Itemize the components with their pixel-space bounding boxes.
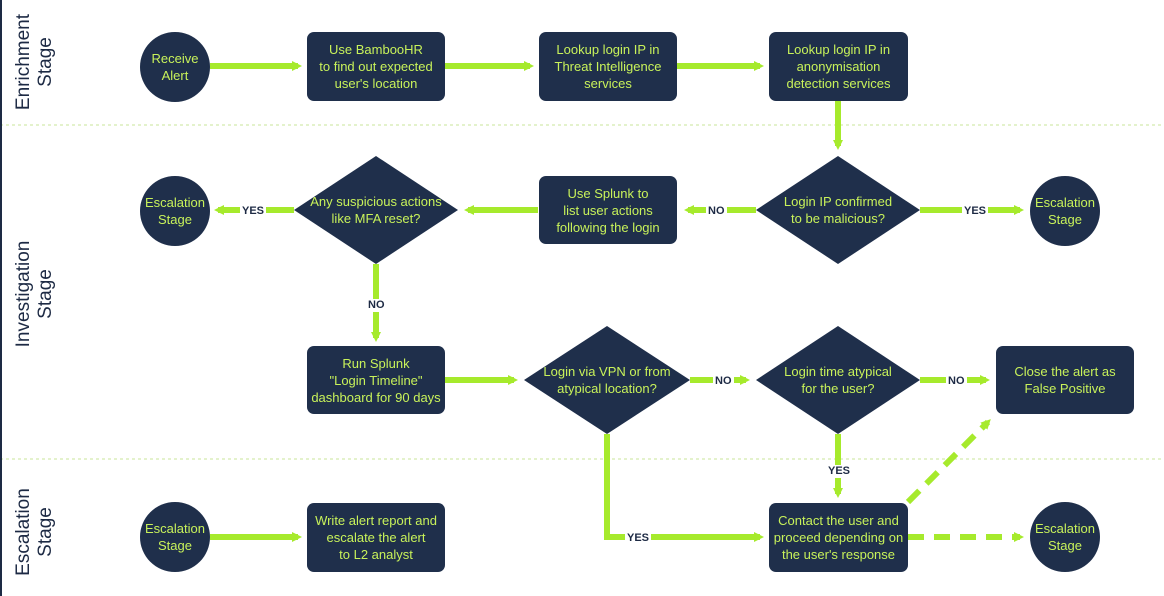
bamboohr-node: Use BambooHR to find out expected user's… [307,32,445,101]
diamond-login-ip-malicious [756,156,920,264]
splunk-actions-node: Use Splunk to list user actions followin… [539,176,677,244]
write-report-node: Write alert report and escalate the aler… [307,503,445,572]
edge-label-time-yes: YES [826,465,853,478]
edge-label-suspicious-yes: YES [240,205,267,218]
receive-alert-node: Receive Alert [140,32,210,102]
lane-label-enrichment-line2: Stage [35,37,56,87]
lane-label-investigation-line2: Stage [35,269,56,319]
lane-label-escalation-line1: Escalation [13,488,34,576]
escalation-stage-bottom-left-node: Escalation Stage [140,502,210,572]
lane-label-investigation: Investigation Stage [13,229,57,359]
suspicious-actions-node: Any suspicious actions like MFA reset? [310,194,442,226]
edge-label-vpn-yes: YES [625,532,652,545]
arrow-contact-to-close-dashed [905,419,991,505]
threat-intel-node: Lookup login IP in Threat Intelligence s… [539,32,677,101]
lane-label-investigation-line1: Investigation [13,240,34,348]
edge-label-time-no: NO [946,375,967,388]
lane-label-escalation-line2: Stage [35,507,56,557]
time-atypical-node: Login time atypical for the user? [784,364,892,396]
contact-user-node: Contact the user and proceed depending o… [769,503,908,572]
edge-label-ip-malicious-no: NO [706,205,727,218]
anonymisation-node: Lookup login IP in anonymisation detecti… [769,32,908,101]
login-timeline-node: Run Splunk "Login Timeline" dashboard fo… [307,346,445,414]
login-ip-malicious-node: Login IP confirmed to be malicious? [783,194,893,226]
vpn-location-node: Login via VPN or from atypical location? [543,364,671,396]
arrow-vpn-to-contact [604,434,764,542]
escalation-stage-bottom-right-node: Escalation Stage [1030,502,1100,572]
escalation-stage-left-node: Escalation Stage [140,176,210,246]
edge-label-suspicious-no: NO [366,299,387,312]
edge-label-ip-malicious-yes: YES [962,205,989,218]
lane-label-enrichment: Enrichment Stage [13,7,57,117]
close-false-positive-node: Close the alert as False Positive [996,346,1134,414]
escalation-stage-right-node: Escalation Stage [1030,176,1100,246]
lane-label-enrichment-line1: Enrichment [13,13,34,111]
edge-label-vpn-no: NO [713,375,734,388]
lane-label-escalation: Escalation Stage [13,477,57,587]
diamond-suspicious-actions [294,156,458,264]
diamond-time-atypical [756,326,920,434]
diamond-vpn-location [524,326,690,434]
